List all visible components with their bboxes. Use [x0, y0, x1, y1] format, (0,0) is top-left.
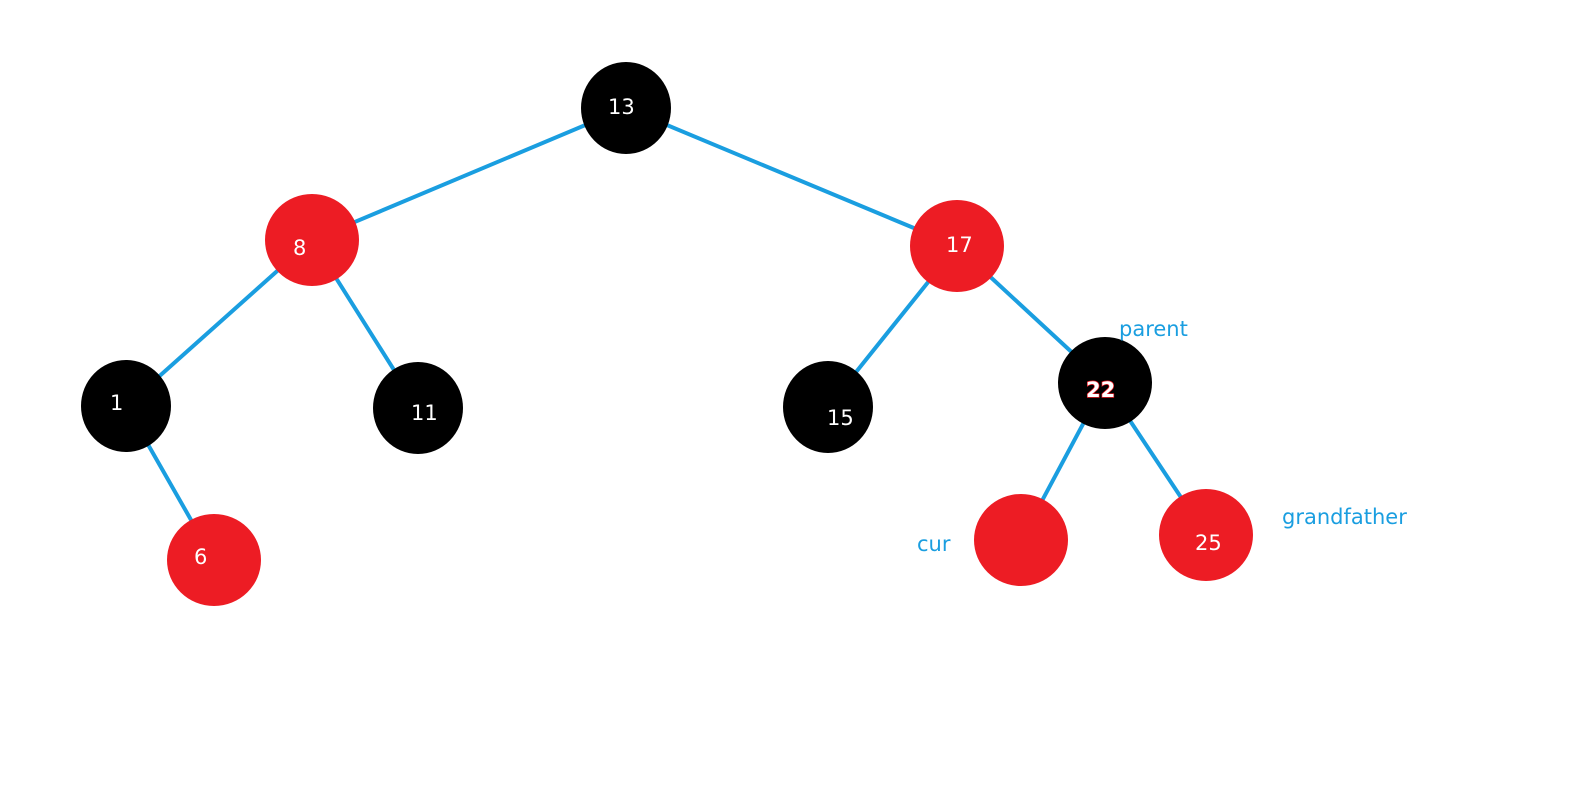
tree-node-13: 13 — [581, 62, 671, 154]
edge-n22-n25 — [1126, 417, 1185, 501]
node-circle — [1058, 337, 1152, 429]
node-label: 17 — [946, 233, 973, 257]
node-circle — [974, 494, 1068, 586]
edge-n13-n17 — [662, 121, 920, 232]
tree-node-6: 6 — [167, 514, 261, 606]
tree-node-8: 8 — [265, 194, 359, 286]
tree-node-17: 17 — [910, 200, 1004, 292]
tree-node-25: 25 — [1159, 489, 1253, 581]
node-label: 11 — [411, 401, 438, 425]
node-circle — [81, 360, 171, 452]
node-label: 6 — [194, 545, 207, 569]
edge-n8-n11 — [333, 274, 398, 375]
edge-n22-ncur — [1039, 419, 1087, 504]
tree-node-1: 1 — [81, 360, 171, 452]
edge-n17-n22 — [986, 273, 1076, 356]
tree-node-22: 22 — [1058, 337, 1152, 429]
tree-node-15: 15 — [783, 361, 873, 453]
tree-node-11: 11 — [373, 362, 463, 454]
node-label: 22 — [1086, 378, 1115, 402]
parent-annotation: parent — [1119, 317, 1188, 341]
node-circle — [167, 514, 261, 606]
edge-n8-n1 — [154, 266, 282, 381]
node-label: 15 — [827, 406, 854, 430]
node-label: 25 — [1195, 531, 1222, 555]
edge-n17-n15 — [851, 277, 932, 377]
node-label: 13 — [608, 95, 635, 119]
node-circle — [265, 194, 359, 286]
node-circle — [581, 62, 671, 154]
node-circle — [1159, 489, 1253, 581]
node-label: 1 — [110, 391, 123, 415]
node-circle — [373, 362, 463, 454]
grandfather-annotation: grandfather — [1282, 505, 1407, 529]
node-circle — [783, 361, 873, 453]
node-circle — [910, 200, 1004, 292]
node-label: 8 — [293, 236, 306, 260]
edge-n13-n8 — [349, 122, 590, 226]
tree-node-cur — [974, 494, 1068, 586]
edge-n1-n6 — [144, 439, 195, 525]
tree-edges — [144, 121, 1185, 525]
annotations: parent cur grandfather — [917, 317, 1407, 556]
cur-annotation: cur — [917, 532, 951, 556]
